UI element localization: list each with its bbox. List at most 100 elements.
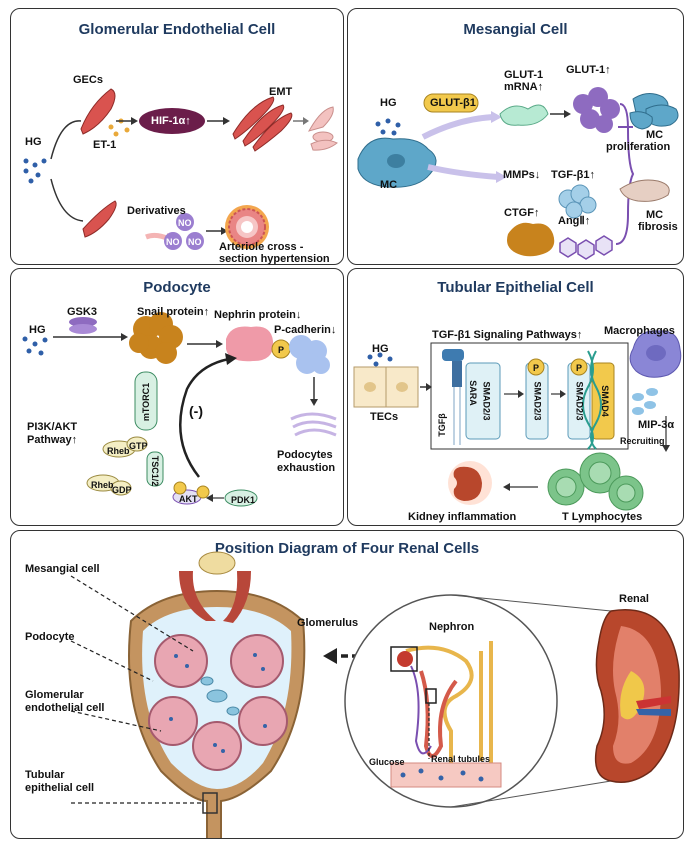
p-label: P — [533, 363, 540, 373]
macrophages-label: Macrophages — [604, 325, 675, 337]
akt-label: AKT — [179, 494, 198, 504]
t-lymphocytes — [547, 452, 644, 511]
no-molecule — [186, 232, 204, 250]
p-badge — [527, 358, 545, 376]
glucose-dots — [23, 158, 47, 184]
tsc-label: TSC1/2 — [150, 455, 160, 487]
rheb-gtp-label: Rheb — [107, 446, 130, 456]
hg-label: HG — [25, 136, 42, 148]
mmps-label: MMPs↓ — [503, 169, 541, 181]
mtorc1-label: mTORC1 — [141, 382, 151, 422]
panel-tubular-epithelial-cell: Tubular Epithelial Cell — [347, 268, 684, 526]
ctgf-protein — [507, 222, 555, 257]
gec-label-2: endothelial cell — [25, 702, 105, 714]
nephron-label: Nephron — [429, 621, 475, 633]
panel-podocyte: Podocyte — [10, 268, 344, 526]
smad4-label: SMAD4 — [599, 385, 610, 417]
gsk3-shape — [69, 317, 97, 327]
mc-fib-label-1: MC — [646, 209, 664, 221]
inhibit-label: (-) — [189, 403, 203, 419]
tecs-label: TECs — [370, 411, 399, 423]
recruiting-label: Recruiting — [620, 436, 665, 446]
pi3k-label-2: Pathway↑ — [27, 434, 78, 446]
p-label: P — [576, 363, 583, 373]
glucose-dots — [22, 336, 48, 356]
emt-cells — [232, 96, 293, 152]
gdp-label: GDP — [112, 485, 132, 495]
nephrin-protein — [226, 326, 274, 362]
panel-title: Podocyte — [143, 279, 211, 296]
kidney-illustration — [594, 609, 680, 783]
glut-b1-badge — [423, 93, 479, 113]
mc-prolif-label-2: proliferation — [606, 141, 671, 153]
position-illustration — [70, 551, 680, 838]
emt-label: EMT — [269, 86, 293, 98]
pi3k-label-1: PI3K/AKT — [27, 421, 78, 433]
no-label: NO — [188, 237, 202, 247]
angii-label: AngⅡ↑ — [558, 215, 591, 227]
hg-label: HG — [380, 97, 397, 109]
mtorc1-box — [134, 371, 158, 431]
hif-label: HIF-1α↑ — [151, 115, 191, 127]
mip-label: MIP-3α — [638, 419, 675, 431]
glut1-mrna-label-2: mRNA↑ — [504, 81, 544, 93]
p-badge — [570, 358, 588, 376]
p-label: P — [278, 345, 285, 355]
panel-title: Mesangial Cell — [463, 21, 568, 38]
smad23-label: SMAD2/3 — [481, 381, 492, 421]
pdk1-label: PDK1 — [231, 495, 256, 505]
snail-protein — [129, 312, 183, 364]
et1-label: ET-1 — [93, 139, 117, 151]
arteriole-label-2: section hypertension — [219, 253, 330, 265]
tgf-b1-label: TGF-β1↑ — [551, 169, 595, 181]
p-cadherin-label: P-cadherin↓ — [274, 324, 337, 336]
gecs-label: GECs — [73, 74, 103, 86]
renal-tubule-strip — [390, 762, 502, 788]
kidney-icon — [453, 466, 482, 501]
gec-label-1: Glomerular — [25, 689, 84, 701]
glut1-label: GLUT-1↑ — [566, 64, 611, 76]
mesangial-illustration — [357, 87, 679, 260]
podocyte-exhaustion-icon — [290, 412, 337, 437]
nephrin-label: Nephrin protein↓ — [214, 309, 302, 321]
gsk3-label: GSK3 — [67, 306, 97, 318]
panel-position-diagram: Position Diagram of Four Renal Cells — [10, 530, 684, 839]
mc-fib-label-2: fibrosis — [638, 221, 678, 233]
mc-label: MC — [380, 179, 398, 191]
glut1-protein — [573, 87, 620, 133]
no-molecule — [176, 213, 194, 231]
snail-label: Snail protein↑ — [137, 306, 210, 318]
arteriole-label-1: Arteriole cross - — [219, 241, 304, 253]
derivatives-label: Derivatives — [127, 205, 186, 217]
hg-label: HG — [29, 324, 46, 336]
nephron-illustration — [405, 641, 493, 776]
p-cadherin-protein — [289, 335, 330, 374]
smad23-label: SMAD2/3 — [532, 381, 543, 421]
panel-title: Position Diagram of Four Renal Cells — [214, 540, 480, 557]
tubular-illustration — [353, 330, 682, 511]
renal-tubules-label: Renal tubules — [431, 754, 491, 764]
ctgf-label: CTGF↑ — [504, 207, 540, 219]
glut-b1-label: GLUT-β1 — [430, 97, 476, 109]
glut1-mrna-label-1: GLUT-1 — [504, 69, 544, 81]
glucose-dots — [375, 118, 401, 136]
mesangial-label: Mesangial cell — [25, 563, 100, 575]
no-label: NO — [166, 237, 180, 247]
glucose-dots — [367, 352, 393, 367]
gec-illustration — [23, 88, 338, 250]
renal-label: Renal — [619, 593, 649, 605]
tubular-label-2: epithelial cell — [25, 782, 95, 794]
glucose-label: Glucose — [369, 757, 405, 767]
kidney-inflammation-label: Kidney inflammation — [408, 511, 517, 523]
gec-cell — [80, 88, 116, 135]
mc-proliferation-cells — [629, 93, 679, 130]
tgfb-label: TGFβ — [436, 413, 447, 437]
mc-prolif-label-1: MC — [646, 129, 664, 141]
angii-hexagons — [559, 235, 613, 260]
arteriole-icon — [225, 205, 269, 249]
endothelial-cell-2 — [82, 200, 117, 238]
sara-label: SARA — [467, 380, 478, 406]
hif-ellipse — [139, 108, 205, 134]
glomerulus-illustration — [128, 551, 306, 838]
glomerulus-label: Glomerulus — [297, 617, 359, 629]
